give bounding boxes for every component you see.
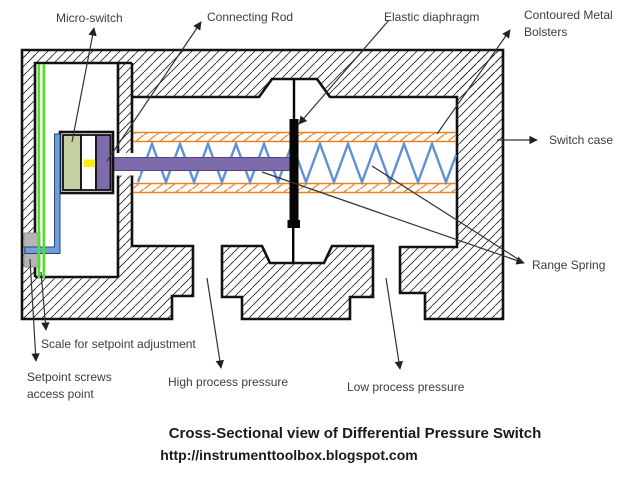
case-outlines — [20, 48, 505, 321]
leader-setpoint-screws — [29, 258, 40, 362]
right-wall — [457, 50, 503, 247]
label-high-pressure: High process pressure — [168, 375, 289, 389]
range-spring-shape — [136, 140, 458, 186]
case-outer-outline — [20, 48, 505, 321]
top-wall-main — [132, 50, 503, 97]
label-scale-setpoint: Scale for setpoint adjustment — [41, 337, 196, 351]
microswitch-assembly — [24, 130, 115, 254]
leader-range-spring-b — [371, 165, 522, 262]
connecting-rod-shape — [108, 157, 294, 171]
setpoint-scale-lines — [37, 64, 46, 278]
label-setpoint-screws: Setpoint screws access point — [27, 370, 112, 401]
leader-low-pressure — [385, 277, 404, 370]
microswitch-plunger-block — [95, 134, 112, 191]
label-contoured-metal-bolsters: Contoured Metal Bolsters — [524, 8, 613, 39]
label-range-spring: Range Spring — [532, 258, 606, 272]
diagram-title: Cross-Sectional view of Differential Pre… — [168, 425, 542, 442]
leader-elastic-diaphragm — [298, 19, 390, 125]
leader-micro-switch — [71, 27, 97, 143]
elastic-diaphragm-shape — [287, 79, 300, 263]
microswitch-bracket — [24, 133, 61, 254]
label-low-pressure: Low process pressure — [347, 380, 465, 394]
label-micro-switch: Micro-switch — [56, 11, 123, 25]
microswitch-body — [62, 134, 82, 191]
leader-connecting-rod — [106, 21, 202, 162]
bottom-middle-block — [222, 246, 373, 319]
leader-bolsters — [436, 29, 511, 135]
source-url: http://instrumenttoolbox.blogspot.com — [160, 447, 418, 463]
bottom-right-block — [400, 247, 503, 319]
leader-lines — [29, 19, 538, 370]
left-compartment-outline — [33, 61, 134, 279]
middle-block-outline — [220, 244, 375, 321]
label-elastic-diaphragm: Elastic diaphragm — [384, 10, 480, 24]
microswitch-contact — [83, 159, 96, 167]
leader-range-spring-a — [261, 171, 525, 265]
leader-scale — [40, 271, 50, 331]
top-wall-left — [22, 50, 133, 63]
label-switch-case: Switch case — [549, 133, 614, 147]
label-connecting-rod: Connecting Rod — [207, 10, 294, 24]
bottom-left-block — [22, 246, 193, 319]
leader-high-pressure — [206, 277, 224, 369]
